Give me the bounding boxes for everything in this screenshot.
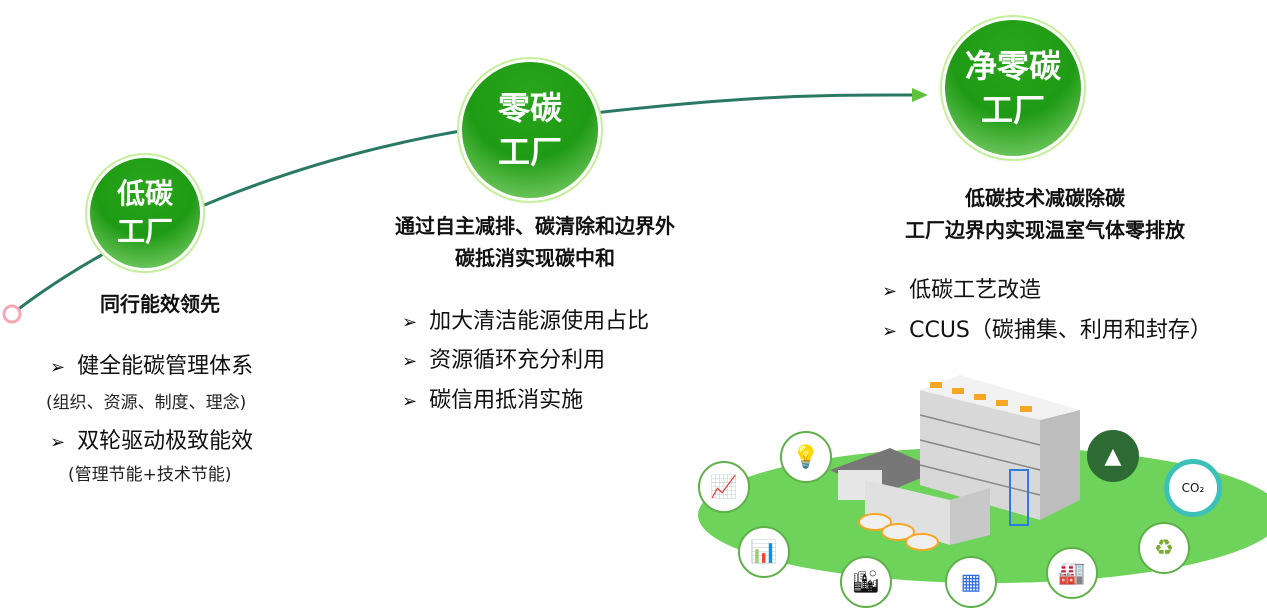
stage2-heading: 通过自主减排、碳清除和边界外 碳抵消实现碳中和 (335, 210, 735, 274)
stage3-bullet: ➢ 低碳工艺改造 (882, 272, 1041, 304)
smart-city-icon: 🏙 (840, 556, 892, 608)
badge-net-zero: 净零碳 工厂 (945, 20, 1081, 156)
growth-chart-icon: 📊 (738, 526, 790, 578)
co2-cycle-icon: CO₂ (1164, 459, 1222, 517)
heading-line: 低碳技术减碳除碳 (965, 186, 1125, 210)
badge-line2: 工厂 (497, 133, 562, 171)
stage1-bullet: ➢ 双轮驱动极致能效 (50, 423, 253, 455)
recycle-icon: ♻ (1138, 522, 1190, 574)
stage3-bullet: ➢ CCUS（碳捕集、利用和封存） (882, 312, 1212, 344)
arrow-head-icon (912, 88, 928, 102)
arrow-bullet-icon: ➢ (402, 312, 418, 333)
presentation-icon: 📈 (698, 461, 750, 513)
badge-line1: 低碳 (116, 177, 173, 210)
bullet-text: 资源循环充分利用 (429, 348, 606, 373)
badge-line2: 工厂 (116, 215, 173, 248)
bullet-text: CCUS（碳捕集、利用和封存） (909, 318, 1212, 343)
factory-building-icon (830, 375, 1080, 551)
badge-line2: 工厂 (980, 91, 1045, 129)
arrow-bullet-icon: ➢ (402, 391, 418, 412)
bullet-text: 碳信用抵消实施 (429, 388, 584, 413)
tree-icon: ▲ (1087, 430, 1139, 482)
badge-zero-carbon: 零碳 工厂 (462, 62, 598, 198)
arrow-bullet-icon: ➢ (50, 432, 66, 453)
badge-line1: 净零碳 (964, 47, 1061, 85)
factory-illustration (698, 375, 1267, 583)
light-bulb-icon: 💡 (780, 431, 832, 483)
stage1-heading: 同行能效领先 (60, 288, 260, 320)
arrow-bullet-icon: ➢ (50, 357, 66, 378)
solar-panel-icon: ▦ (945, 556, 997, 608)
heading-line: 工厂边界内实现温室气体零排放 (905, 218, 1185, 242)
heading-line: 通过自主减排、碳清除和边界外 (395, 214, 675, 238)
stage3-heading: 低碳技术减碳除碳 工厂边界内实现温室气体零排放 (845, 182, 1245, 246)
arrow-bullet-icon: ➢ (882, 281, 898, 302)
heading-line: 同行能效领先 (100, 292, 220, 316)
stage1-bullet-sub: (组织、资源、制度、理念) (46, 393, 247, 413)
bullet-text: 低碳工艺改造 (909, 278, 1042, 303)
bullet-text: 加大清洁能源使用占比 (429, 309, 650, 334)
start-point (2, 304, 22, 324)
bullet-text: 健全能碳管理体系 (77, 354, 254, 379)
arrow-bullet-icon: ➢ (882, 321, 898, 342)
bullet-text: 双轮驱动极致能效 (77, 429, 254, 454)
stage2-bullet: ➢ 碳信用抵消实施 (402, 382, 583, 414)
stage1-bullet: ➢ 健全能碳管理体系 (50, 348, 253, 380)
arrow-bullet-icon: ➢ (402, 351, 418, 372)
stage1-bullet-sub: (管理节能+技术节能) (68, 465, 232, 485)
badge-low-carbon: 低碳 工厂 (90, 158, 200, 268)
co2-label: CO₂ (1181, 481, 1205, 495)
heading-line: 碳抵消实现碳中和 (455, 246, 615, 270)
stage2-bullet: ➢ 加大清洁能源使用占比 (402, 303, 649, 335)
stage2-bullet: ➢ 资源循环充分利用 (402, 342, 605, 374)
badge-line1: 零碳 (497, 89, 562, 127)
power-plant-icon: 🏭 (1046, 547, 1098, 599)
